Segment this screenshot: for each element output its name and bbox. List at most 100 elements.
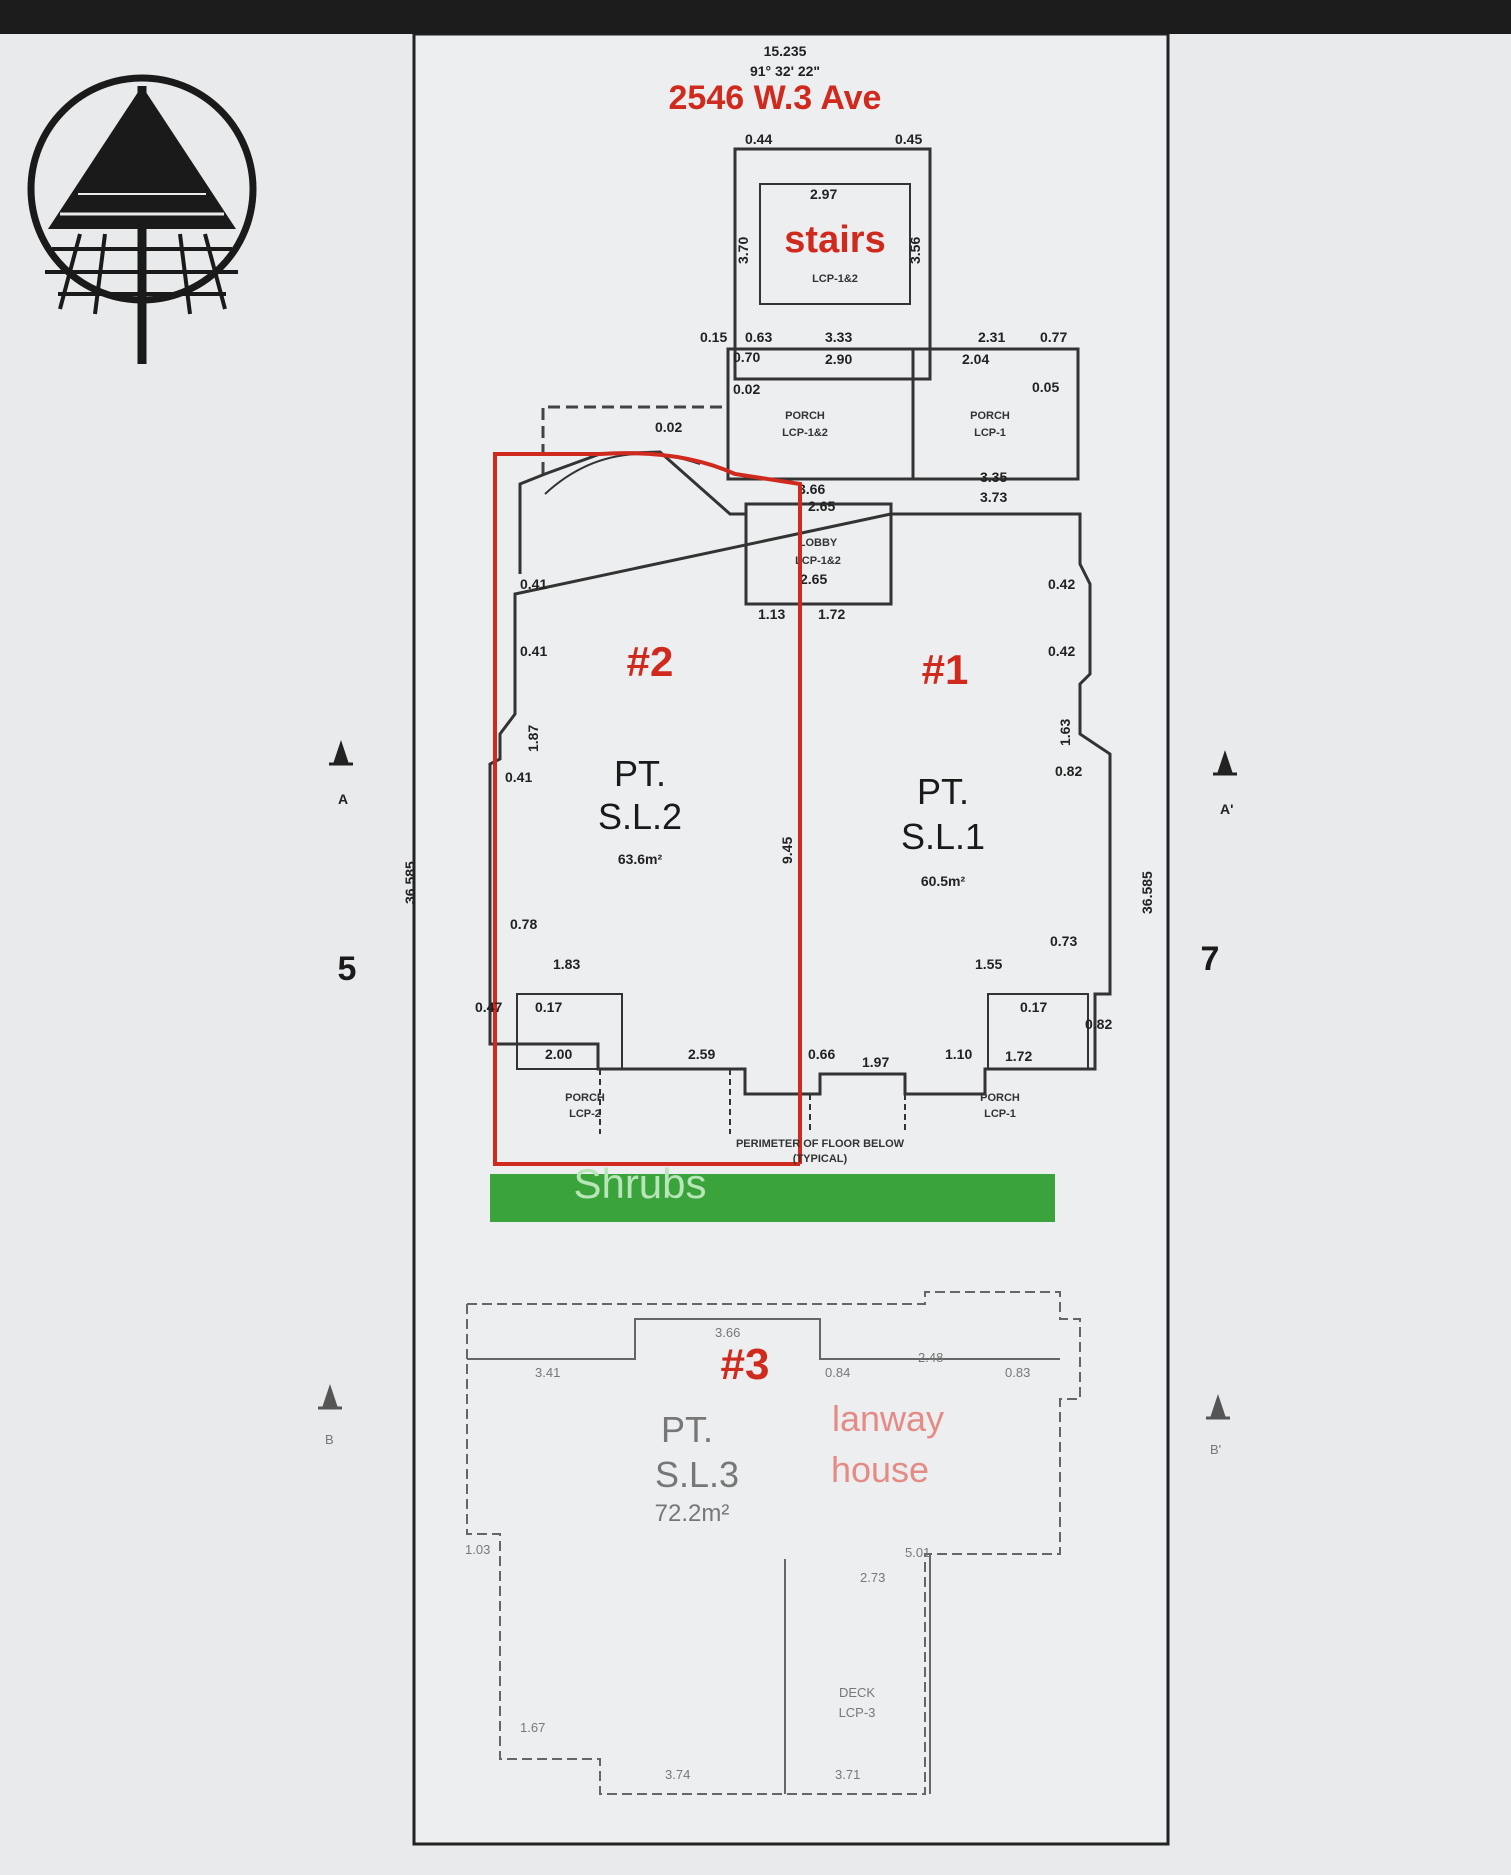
lower-dim-3: 0.84 [825,1365,850,1380]
porch-12-dim-top: 3.33 [825,329,852,345]
svg-text:B': B' [1210,1442,1221,1457]
unit-2-tag: #2 [627,638,674,685]
dim-0-02-b: 0.02 [655,419,682,435]
stairs-dim-width: 2.97 [810,186,837,202]
left-dim-5: 0.78 [510,916,537,932]
porch-1-lower-label: PORCH [980,1092,1020,1104]
left-dim-1: 0.41 [520,576,547,592]
north-arrow-icon [27,74,257,364]
porch-1-dim-sub: 2.04 [962,351,989,367]
stairs-area: stairs LCP-1&2 0.44 0.45 2.97 3.70 3.56 [733,131,932,381]
unit-2-name-1: PT. [614,753,666,794]
porch-2-code: LCP-2 [569,1108,601,1120]
right-dim-7: 0.17 [1020,999,1047,1015]
plan-screen: 15.235 91° 32' 22" 2546 W.3 Ave stairs L… [0,34,1511,1875]
dim-3-73: 3.73 [980,489,1007,505]
lower-dim-2: 3.41 [535,1365,560,1380]
shrubs-bar [490,1174,1055,1222]
stairs-dim-left-side: 3.70 [735,237,751,264]
lower-dim-5: 0.83 [1005,1365,1030,1380]
porch-1-dim-top: 2.31 [978,329,1005,345]
perimeter-note: PERIMETER OF FLOOR BELOW [736,1138,905,1150]
porch-2-frame [516,993,623,1070]
site-plan-drawing: 15.235 91° 32' 22" 2546 W.3 Ave stairs L… [27,34,1237,1846]
lot-number-left: 5 [338,950,357,988]
deck-code: LCP-3 [839,1705,876,1720]
lobby-area: LOBBY LCP-1&2 3.66 2.65 2.65 1.13 1.72 [744,481,893,622]
section-marker-b-right: B' [1206,1394,1230,1457]
bearing: 91° 32' 22" [750,63,820,79]
lobby-dim-1: 3.66 [798,481,825,497]
unit-1-name-1: PT. [917,771,969,812]
strata-boundary-red [493,451,802,1166]
left-dim-7: 1.83 [553,956,580,972]
porch-1-code: LCP-1 [974,427,1006,439]
section-marker-b-left: B [318,1384,342,1447]
lower-dim-1: 3.66 [715,1325,740,1340]
shrubs-label: Shrubs [573,1160,706,1207]
right-dim-1: 0.42 [1048,576,1075,592]
lobby-dim-5: 1.72 [818,606,845,622]
porch-1-lower-frame [987,993,1089,1070]
unit-1-name-2: S.L.1 [901,816,985,857]
lobby-label: LOBBY [799,537,838,549]
lanway-house: #3 PT. S.L.3 72.2m² lanway house DECK LC… [465,1291,1081,1795]
lanway-line-1: lanway [832,1398,944,1439]
porch-12-code: LCP-1&2 [782,427,828,439]
porch-1-label: PORCH [970,410,1010,422]
lower-dim-9: 3.71 [835,1767,860,1782]
right-dim-6: 1.55 [975,956,1002,972]
lower-dim-7: 2.73 [860,1570,885,1585]
lobby-dim-3: 2.65 [800,571,827,587]
lower-dim-11: 1.03 [465,1542,490,1557]
lower-dim-10: 1.67 [520,1720,545,1735]
left-dim-6: 0.47 [475,999,502,1015]
lobby-dim-2: 2.65 [808,498,835,514]
dim-0-15: 0.15 [700,329,727,345]
side-dim-left: 36.585 [402,861,418,904]
side-dim-right: 36.585 [1139,871,1155,914]
dim-3-35: 3.35 [980,469,1007,485]
right-dim-11: 0.66 [808,1046,835,1062]
porch-2-label: PORCH [565,1092,605,1104]
left-dim-4: 0.41 [505,769,532,785]
porch-1-dim-right: 0.77 [1040,329,1067,345]
upper-porches: PORCH LCP-1&2 3.33 2.90 PORCH LCP-1 2.31… [655,329,1080,505]
top-dimension: 15.235 [764,43,807,59]
unit-1-area: 60.5m² [921,873,966,889]
unit-3-name-1: PT. [661,1409,713,1450]
unit-2-name-2: S.L.2 [598,796,682,837]
lot-number-right: 7 [1201,940,1220,978]
svg-text:B: B [325,1432,334,1447]
upper-dashed-outline [541,405,728,474]
porch-12-label: PORCH [785,410,825,422]
dim-0-63: 0.63 [745,329,772,345]
right-dim-12: 1.10 [945,1046,972,1062]
right-dim-9: 1.72 [1005,1048,1032,1064]
right-dim-8: 0.82 [1085,1016,1112,1032]
porch-1-dim-inner: 0.05 [1032,379,1059,395]
lobby-code: LCP-1&2 [795,555,841,567]
svg-text:A': A' [1220,801,1233,817]
svg-text:A: A [338,791,348,807]
left-dim-2: 0.41 [520,643,547,659]
right-dim-3: 1.63 [1057,719,1073,746]
right-dim-10: 1.97 [862,1054,889,1070]
left-dim-9: 2.00 [545,1046,572,1062]
center-dim: 9.45 [779,837,795,864]
unit-3-area: 72.2m² [655,1500,730,1527]
lower-dim-4: 2.48 [918,1350,943,1365]
unit-3-name-2: S.L.3 [655,1454,739,1495]
dim-0-02: 0.02 [733,381,760,397]
right-dim-5: 0.73 [1050,933,1077,949]
deck-label: DECK [839,1685,875,1700]
porch-12-dim-sub: 2.90 [825,351,852,367]
unit-1-tag: #1 [922,646,969,693]
stairs-dim-right-side: 3.56 [907,237,923,264]
lobby-dim-4: 1.13 [758,606,785,622]
stairs-code: LCP-1&2 [812,273,858,285]
left-dim-10: 2.59 [688,1046,715,1062]
left-dim-3: 1.87 [525,725,541,752]
unit-3-tag: #3 [721,1340,770,1389]
perimeter-note-2: (TYPICAL) [793,1153,848,1165]
